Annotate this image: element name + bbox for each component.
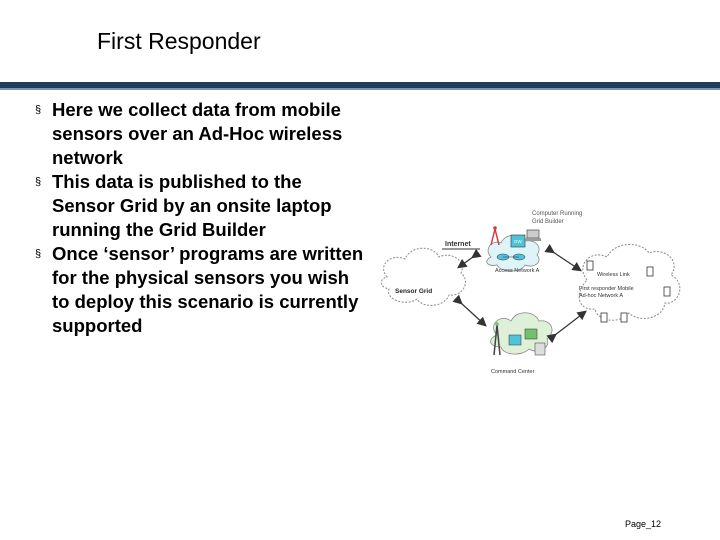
sensor-grid-label: Sensor Grid	[395, 288, 432, 295]
sensor-grid-cloud: Sensor Grid	[380, 247, 466, 306]
bullet-item: § Once ‘sensor’ programs are written for…	[34, 242, 364, 338]
desktop-icon	[534, 342, 546, 356]
mobile-device-icon	[620, 312, 628, 323]
mobile-device-icon	[646, 266, 654, 277]
server-icon	[524, 328, 538, 340]
network-diagram: Internet Sensor Grid Computer Running Gr…	[380, 211, 681, 375]
title-underline-bar	[0, 82, 720, 88]
slide-title: First Responder	[97, 28, 261, 54]
internet-label: Internet	[445, 241, 471, 248]
bullet-marker-icon: §	[35, 104, 42, 116]
access-network-label: Access Network A	[495, 268, 540, 274]
mobile-device-icon	[663, 286, 671, 297]
bullet-list: § Here we collect data from mobile senso…	[34, 98, 364, 338]
first-responder-label-1: First responder Mobile	[579, 286, 634, 292]
command-center-cluster: Command Center	[490, 312, 553, 375]
gateway-label: GW	[514, 239, 523, 244]
laptop-icon	[525, 229, 541, 241]
mobile-device-icon	[586, 260, 594, 271]
arrow-internet-sensorgrid	[457, 248, 482, 269]
bullet-text: Here we collect data from mobile sensors…	[52, 99, 343, 168]
bullet-text: This data is published to the Sensor Gri…	[52, 171, 332, 240]
bullet-marker-icon: §	[35, 176, 42, 188]
title-underline-shadow	[0, 88, 720, 90]
first-responder-label-2: Ad-hoc Network A	[579, 293, 623, 299]
command-tower-icon	[493, 322, 501, 356]
arrow-command-adhoc	[546, 310, 587, 344]
bullet-marker-icon: §	[35, 248, 42, 260]
radio-tower-icon	[490, 226, 500, 246]
mobile-device-icon	[600, 312, 608, 323]
wireless-link-label: Wireless Link	[597, 272, 630, 278]
page-number: Page_12	[625, 519, 662, 529]
arrow-sensorgrid-command	[452, 294, 487, 327]
server-icon	[508, 334, 522, 346]
arrow-access-adhoc	[544, 244, 582, 272]
grid-builder-label-1: Computer Running	[532, 211, 582, 217]
bullet-text: Once ‘sensor’ programs are written for t…	[52, 243, 364, 336]
access-network-cluster: GW Access Network A	[486, 226, 541, 274]
bullet-item: § This data is published to the Sensor G…	[34, 170, 364, 242]
command-center-label: Command Center	[491, 369, 535, 375]
grid-builder-label-2: Grid Builder	[532, 219, 564, 225]
bullet-item: § Here we collect data from mobile senso…	[34, 98, 364, 170]
ad-hoc-network-cloud: Wireless Link First responder Mobile Ad-…	[578, 244, 681, 323]
